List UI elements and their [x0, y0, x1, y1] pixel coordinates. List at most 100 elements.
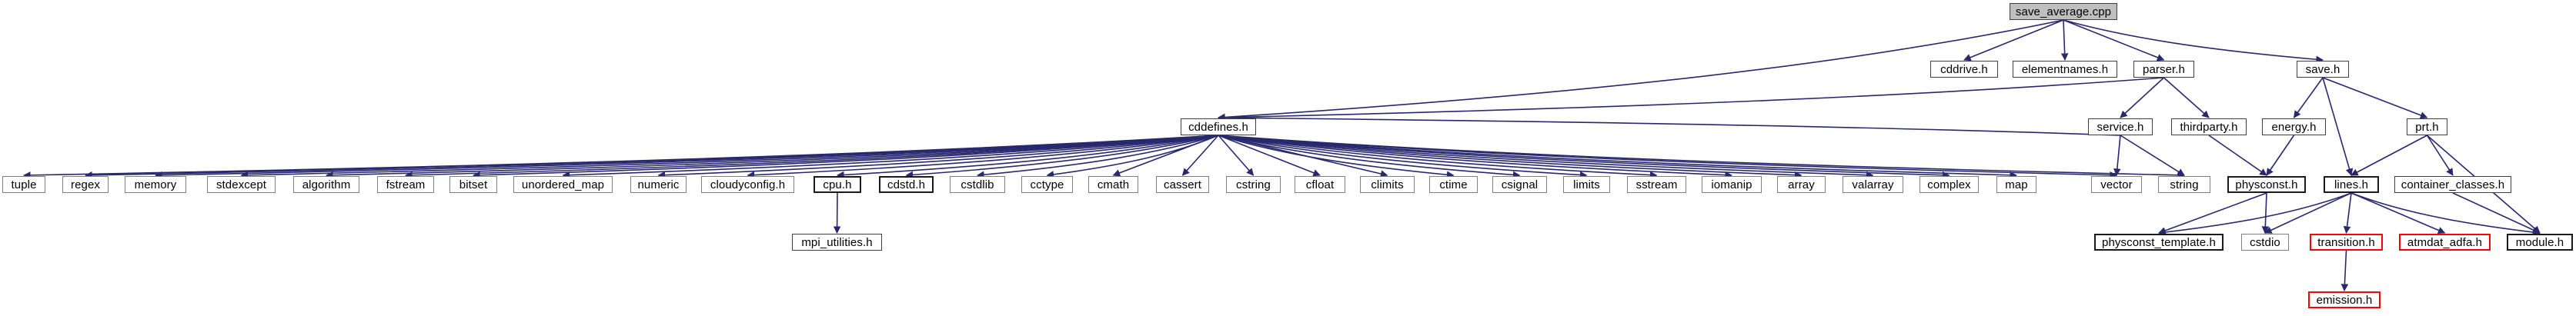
graph-node-physconst-template-h[interactable]: physconst_template.h	[2094, 234, 2224, 251]
graph-node-cpu-h[interactable]: cpu.h	[814, 176, 861, 193]
edge-transition-h-to-emission-h	[2340, 250, 2349, 291]
edge-prt-h-to-container-classes-h	[2426, 135, 2454, 176]
graph-node-cstring[interactable]: cstring	[1226, 176, 1281, 193]
graph-node-cstdlib[interactable]: cstdlib	[950, 176, 1005, 193]
graph-node-cstdio[interactable]: cstdio	[2241, 234, 2289, 251]
graph-node-array[interactable]: array	[1777, 176, 1826, 193]
edge-save-average-cpp-to-elementnames-h	[2060, 19, 2069, 61]
graph-node-climits[interactable]: climits	[1360, 176, 1415, 193]
edge-physconst-h-to-cstdio	[2261, 192, 2270, 234]
graph-node-limits[interactable]: limits	[1563, 176, 1610, 193]
graph-node-cctype[interactable]: cctype	[1021, 176, 1073, 193]
edge-cddefines-h-to-cdstd-h	[905, 135, 1219, 179]
edge-parser-h-to-thirdparty-h	[2163, 77, 2210, 118]
edge-cddefines-h-to-iomanip	[1218, 135, 1732, 179]
graph-node-transition-h[interactable]: transition.h	[2310, 234, 2383, 251]
edge-cddefines-h-to-csignal	[1218, 135, 1521, 179]
edge-cddefines-h-to-limits	[1218, 135, 1588, 179]
graph-node-physconst-h[interactable]: physconst.h	[2227, 176, 2306, 193]
edge-save-average-cpp-to-save-h	[2063, 19, 2324, 64]
graph-node-atmdat-adfa-h[interactable]: atmdat_adfa.h	[2399, 234, 2491, 251]
edge-cddefines-h-to-array	[1218, 135, 1803, 179]
graph-node-tuple[interactable]: tuple	[2, 176, 45, 193]
edge-container-classes-h-to-module-h	[2452, 192, 2541, 234]
edge-service-h-to-cddefines-h	[1218, 114, 2121, 136]
edge-cddefines-h-to-cassert	[1181, 135, 1219, 176]
graph-node-cloudyconfig-h[interactable]: cloudyconfig.h	[701, 176, 794, 193]
edge-save-average-cpp-to-cddefines-h	[1218, 19, 2064, 121]
graph-node-cddrive-h[interactable]: cddrive.h	[1930, 61, 1998, 78]
edge-save-h-to-prt-h	[2322, 77, 2428, 119]
graph-node-regex[interactable]: regex	[62, 176, 109, 193]
graph-node-emission-h[interactable]: emission.h	[2308, 291, 2381, 308]
edge-energy-h-to-physconst-h	[2266, 135, 2295, 176]
edge-parser-h-to-cddefines-h	[1218, 77, 2164, 121]
edge-prt-h-to-lines-h	[2350, 135, 2427, 176]
graph-node-complex[interactable]: complex	[1919, 176, 1979, 193]
edge-cddefines-h-to-string	[1218, 135, 2185, 179]
graph-node-stdexcept[interactable]: stdexcept	[207, 176, 276, 193]
edge-physconst-h-to-physconst-template-h	[2158, 192, 2267, 235]
edge-lines-h-to-physconst-template-h	[2158, 192, 2352, 236]
graph-node-cfloat[interactable]: cfloat	[1295, 176, 1345, 193]
edge-cddefines-h-to-numeric	[657, 135, 1219, 179]
graph-node-save-h[interactable]: save.h	[2297, 61, 2349, 78]
edge-cddefines-h-to-stdexcept	[240, 135, 1219, 179]
edge-cddefines-h-to-cfloat	[1218, 135, 1321, 177]
graph-node-elementnames-h[interactable]: elementnames.h	[2013, 61, 2117, 78]
edge-cddefines-h-to-cpu-h	[837, 135, 1219, 179]
edge-cddefines-h-to-cstdlib	[977, 135, 1219, 178]
edge-cddefines-h-to-cloudyconfig-h	[747, 135, 1219, 179]
edge-lines-h-to-transition-h	[2343, 192, 2352, 234]
graph-node-fstream[interactable]: fstream	[377, 176, 434, 193]
edge-cpu-h-to-mpi-utilities-h	[833, 192, 841, 234]
graph-node-lines-h[interactable]: lines.h	[2324, 176, 2379, 193]
edge-cddefines-h-to-bitset	[473, 135, 1219, 179]
graph-node-vector[interactable]: vector	[2091, 176, 2142, 193]
edge-lines-h-to-cstdio	[2264, 192, 2352, 234]
graph-node-cassert[interactable]: cassert	[1156, 176, 1209, 193]
edge-cddefines-h-to-cstring	[1218, 135, 1255, 176]
graph-node-valarray[interactable]: valarray	[1843, 176, 1903, 193]
graph-node-algorithm[interactable]: algorithm	[293, 176, 359, 193]
graph-node-mpi-utilities-h[interactable]: mpi_utilities.h	[792, 234, 882, 251]
edge-cddefines-h-to-algorithm	[326, 135, 1219, 179]
edge-parser-h-to-service-h	[2120, 77, 2165, 118]
edge-lines-h-to-atmdat-adfa-h	[2350, 192, 2446, 235]
edge-cddefines-h-to-cmath	[1112, 135, 1219, 177]
graph-node-string[interactable]: string	[2158, 176, 2210, 193]
graph-node-bitset[interactable]: bitset	[449, 176, 497, 193]
graph-node-cmath[interactable]: cmath	[1088, 176, 1138, 193]
graph-node-module-h[interactable]: module.h	[2507, 234, 2573, 251]
edge-save-h-to-energy-h	[2293, 77, 2324, 118]
graph-node-map[interactable]: map	[1996, 176, 2036, 193]
edge-cddefines-h-to-sstream	[1218, 135, 1658, 179]
graph-node-prt-h[interactable]: prt.h	[2407, 118, 2447, 135]
graph-node-memory[interactable]: memory	[125, 176, 186, 193]
graph-node-parser-h[interactable]: parser.h	[2133, 61, 2194, 78]
edge-thirdparty-h-to-physconst-h	[2208, 135, 2267, 176]
graph-node-container-classes-h[interactable]: container_classes.h	[2394, 176, 2511, 193]
graph-node-service-h[interactable]: service.h	[2088, 118, 2153, 135]
edge-service-h-to-string	[2120, 135, 2185, 176]
graph-node-cdstd-h[interactable]: cdstd.h	[879, 176, 934, 193]
edge-service-h-to-vector	[2113, 135, 2121, 176]
graph-node-thirdparty-h[interactable]: thirdparty.h	[2171, 118, 2247, 135]
graph-node-iomanip[interactable]: iomanip	[1702, 176, 1762, 193]
edge-cddefines-h-to-ctime	[1218, 135, 1455, 178]
edge-cddefines-h-to-map	[1218, 135, 2017, 179]
graph-node-energy-h[interactable]: energy.h	[2262, 118, 2326, 135]
graph-node-save-average-cpp[interactable]: save_average.cpp	[2010, 3, 2117, 20]
graph-node-unordered-map[interactable]: unordered_map	[513, 176, 613, 193]
graph-node-sstream[interactable]: sstream	[1627, 176, 1686, 193]
edge-save-h-to-lines-h	[2322, 77, 2354, 176]
graph-node-csignal[interactable]: csignal	[1492, 176, 1547, 193]
edge-cddefines-h-to-unordered-map	[562, 135, 1219, 179]
edge-cddefines-h-to-valarray	[1218, 135, 1874, 179]
graph-node-numeric[interactable]: numeric	[630, 176, 687, 193]
graph-node-ctime[interactable]: ctime	[1429, 176, 1478, 193]
graph-node-cddefines-h[interactable]: cddefines.h	[1181, 118, 1256, 135]
edge-save-average-cpp-to-cddrive-h	[1963, 19, 2064, 62]
